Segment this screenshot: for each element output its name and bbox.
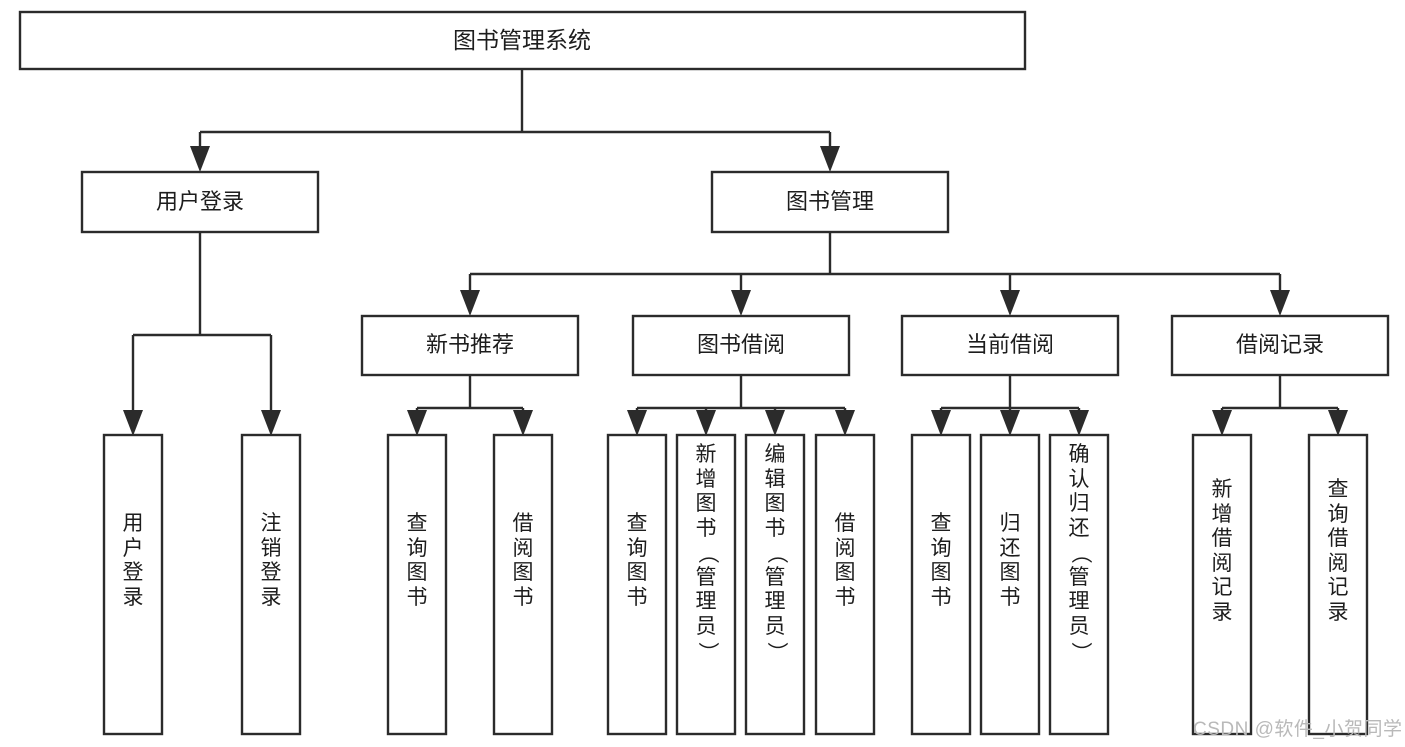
leaf-box-user-login-1[interactable] xyxy=(102,433,164,736)
arrow-head-leaf-book-borrow-2 xyxy=(696,410,716,436)
leaf-box-book-borrow-1[interactable] xyxy=(606,433,668,736)
connector-group-root xyxy=(190,70,840,172)
leaf-box-book-borrow-4[interactable] xyxy=(814,433,876,736)
node-root-box[interactable] xyxy=(18,10,1027,71)
leaf-box-borrow-record-1[interactable] xyxy=(1191,433,1253,736)
leaf-box-current-borrow-3[interactable] xyxy=(1048,433,1110,736)
arrow-head-borrow-record xyxy=(1270,290,1290,316)
arrow-head-leaf-current-borrow-1 xyxy=(931,410,951,436)
connector-group-borrow-record xyxy=(1212,375,1348,436)
node-new-book-recommend-label: 新书推荐 xyxy=(426,332,514,357)
leaf-box-current-borrow-1[interactable] xyxy=(910,433,972,736)
connector-group-user-login xyxy=(123,232,281,436)
arrow-head-leaf-borrow-record-1 xyxy=(1212,410,1232,436)
csdn-watermark: CSDN @软件_小贺同学 xyxy=(1193,719,1403,740)
node-borrow-record[interactable]: 借阅记录 xyxy=(1170,314,1390,377)
node-current-borrow[interactable]: 当前借阅 xyxy=(900,314,1120,377)
leaf-box-borrow-record-2[interactable] xyxy=(1307,433,1369,736)
node-book-management[interactable]: 图书管理 xyxy=(710,170,950,234)
arrow-head-book-mgmt xyxy=(820,146,840,172)
connector-group-book-borrow xyxy=(627,375,855,436)
arrow-head-book-borrow xyxy=(731,290,751,316)
node-user-login[interactable]: 用户登录 xyxy=(80,170,320,234)
node-user-login-label: 用户登录 xyxy=(156,189,244,214)
arrow-head-leaf-book-borrow-4 xyxy=(835,410,855,436)
node-new-book-recommend[interactable]: 新书推荐 xyxy=(360,314,580,377)
leaf-box-new-book-2[interactable] xyxy=(492,433,554,736)
node-book-management-box[interactable] xyxy=(710,170,950,234)
node-book-management-label: 图书管理 xyxy=(786,189,874,214)
arrow-head-leaf-book-borrow-3 xyxy=(765,410,785,436)
node-current-borrow-label: 当前借阅 xyxy=(966,332,1054,357)
connector-group-current-borrow xyxy=(931,375,1089,436)
leaf-box-book-borrow-2[interactable] xyxy=(675,433,737,736)
node-borrow-record-label: 借阅记录 xyxy=(1236,332,1324,357)
node-book-borrow-box[interactable] xyxy=(631,314,851,377)
node-root-label: 图书管理系统 xyxy=(453,27,591,53)
arrow-head-leaf-new-book-2 xyxy=(513,410,533,436)
connector-group-book-mgmt xyxy=(460,232,1290,316)
arrow-head-leaf-user-login-1 xyxy=(123,410,143,436)
arrow-head-current-borrow xyxy=(1000,290,1020,316)
arrow-head-leaf-borrow-record-2 xyxy=(1328,410,1348,436)
connector-group-new-book xyxy=(407,375,533,436)
leaf-box-user-login-2[interactable] xyxy=(240,433,302,736)
arrow-head-leaf-new-book-1 xyxy=(407,410,427,436)
leaf-box-current-borrow-2[interactable] xyxy=(979,433,1041,736)
arrow-head-new-book xyxy=(460,290,480,316)
leaf-box-book-borrow-3[interactable] xyxy=(744,433,806,736)
node-book-borrow-label: 图书借阅 xyxy=(697,332,785,357)
arrow-head-leaf-current-borrow-2 xyxy=(1000,410,1020,436)
arrow-head-leaf-current-borrow-3 xyxy=(1069,410,1089,436)
arrow-head-leaf-user-login-2 xyxy=(261,410,281,436)
node-book-borrow[interactable]: 图书借阅 xyxy=(631,314,851,377)
node-borrow-record-box[interactable] xyxy=(1170,314,1390,377)
leaf-box-new-book-1[interactable] xyxy=(386,433,448,736)
node-new-book-recommend-box[interactable] xyxy=(360,314,580,377)
node-current-borrow-box[interactable] xyxy=(900,314,1120,377)
arrow-head-user-login xyxy=(190,146,210,172)
arrow-head-leaf-book-borrow-1 xyxy=(627,410,647,436)
node-root[interactable]: 图书管理系统 xyxy=(18,10,1027,71)
node-user-login-box[interactable] xyxy=(80,170,320,234)
